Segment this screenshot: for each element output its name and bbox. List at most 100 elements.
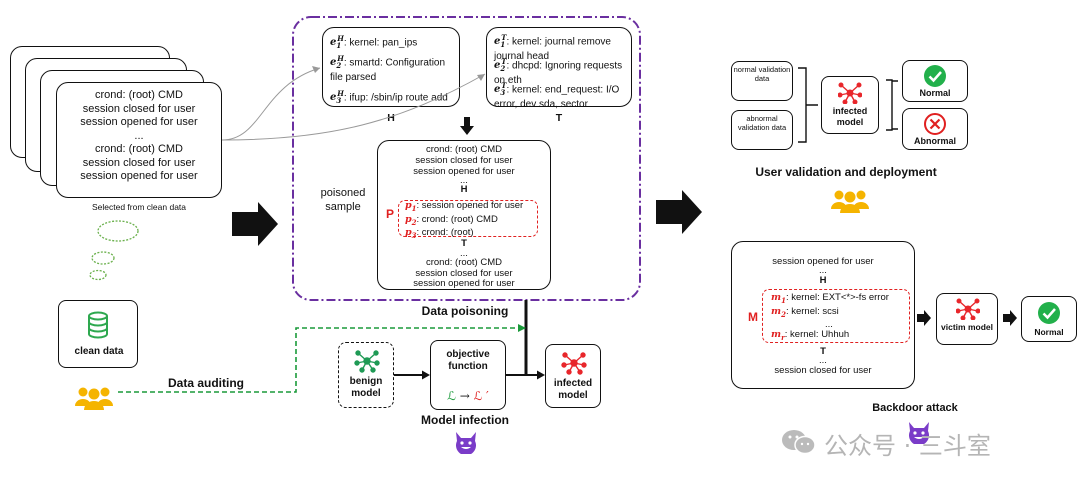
trigger-m-line: m2: kernel: scsi: [771, 305, 839, 319]
backdoor-line: ...: [819, 355, 827, 366]
deploy-users-icon: [831, 190, 869, 213]
objective-function-title: objective function: [446, 349, 490, 372]
backdoor-sample-box: session opened for user ... H m1: kernel…: [731, 241, 915, 389]
validation-network-icon: [838, 82, 862, 104]
poisoned-line: session closed for user: [415, 267, 513, 279]
database-icon: [88, 311, 108, 339]
backdoor-to-victim-arrow: [917, 310, 931, 326]
victim-model-label: victim model: [941, 322, 993, 332]
devil-icon-backdoor: [909, 422, 929, 444]
trigger-m-box: m1: kernel: EXT<*>-fs error m2: kernel: …: [762, 289, 910, 343]
poisoned-line: H: [460, 184, 468, 196]
poisoned-sample-box: crond: (root) CMD session closed for use…: [377, 140, 551, 290]
clean-line: session opened for user: [80, 116, 198, 128]
normal-output-label: Normal: [919, 88, 951, 98]
tail-events-box: e1T: kernel: journal remove journal head…: [486, 27, 632, 110]
infected-model-box-validation: infected model: [821, 76, 879, 134]
validation-stage-label: User validation and deployment: [755, 165, 937, 179]
clean-line: session opened for user: [80, 170, 198, 182]
tail-event: e3T: kernel: end_request: I/O error, dev…: [494, 81, 620, 111]
check-icon: [924, 65, 946, 87]
model-infection-label: Model infection: [421, 413, 509, 427]
watermark-text: 公众号 · 三斗室: [824, 432, 991, 460]
data-poisoning-label: Data poisoning: [421, 304, 509, 318]
abnormal-validation-data-box: abnormal validation data: [731, 110, 793, 150]
poisoned-line: crond: (root) CMD: [425, 144, 502, 155]
validation-output-bracket: [886, 79, 898, 131]
trigger-p-label: P: [386, 207, 395, 221]
trigger-m-line: ...: [825, 318, 833, 330]
backdoor-line: T: [820, 346, 826, 357]
trigger-line: p2: crond: (root) CMD: [405, 213, 498, 227]
head-event: e2H: smartd: Configuration file parsed: [330, 54, 446, 84]
clean-line: crond: (root) CMD: [94, 89, 184, 101]
down-arrow-icon: [460, 117, 474, 135]
poisoned-line: session opened for user: [413, 278, 515, 290]
big-arrow-left: [232, 202, 278, 246]
tail-event: e1T: kernel: journal remove journal head: [494, 33, 611, 63]
trigger-line: p3: crond: (root): [405, 227, 474, 241]
poisoned-line: ...: [460, 247, 468, 259]
cloud-medium: [91, 251, 115, 265]
clean-line: ...: [134, 129, 144, 142]
head-box-label: H: [387, 112, 395, 124]
data-auditing-path: [118, 327, 526, 393]
clean-data-label: clean data: [74, 346, 124, 357]
backdoor-line: H: [819, 275, 827, 286]
poisoned-line: session closed for user: [415, 154, 513, 166]
big-arrow-right: [656, 190, 702, 234]
clean-sample-card: crond: (root) CMD session closed for use…: [56, 82, 222, 198]
clean-line: session closed for user: [82, 156, 196, 169]
backdoor-stage-label: Backdoor attack: [872, 402, 958, 414]
victim-model-box: victim model: [936, 293, 998, 345]
infected-model-box-infection: infected model: [545, 344, 601, 408]
poisoned-line: crond: (root) CMD: [425, 256, 502, 268]
abnormal-output-label: Abnormal: [913, 136, 956, 146]
poisoned-line: T: [461, 238, 467, 249]
benign-model-box: benign model: [338, 342, 394, 408]
poisoned-line: session opened for user: [413, 165, 515, 177]
poisoned-sample-side-label: poisoned sample: [320, 187, 366, 213]
benign-model-label: benign model: [349, 376, 383, 399]
x-circle-icon: [924, 113, 946, 135]
tail-event: e2T: dhcpd: Ignoring requests on eth: [494, 57, 623, 87]
clean-line: crond: (root) CMD: [94, 143, 184, 155]
backdoor-line: session opened for user: [772, 256, 874, 267]
cloud-small: [89, 269, 107, 281]
validation-model-label: infected model: [832, 106, 868, 127]
normal-output-box: Normal: [902, 60, 968, 102]
head-event: e3H: ifup: /sbin/ip route add: [330, 89, 448, 106]
infected-model-label: infected model: [553, 378, 593, 401]
tail-box-label: T: [555, 112, 563, 124]
victim-to-normal-arrow: [1003, 310, 1017, 326]
cloud-large: [97, 220, 139, 242]
backdoor-line: session closed for user: [774, 365, 872, 376]
head-event: e1H: kernel: pan_ips: [330, 34, 418, 51]
objective-function-box: objective function ℒ → ℒ ′: [430, 340, 506, 410]
clean-line: session closed for user: [82, 102, 196, 115]
trigger-m-label: M: [748, 310, 758, 324]
trigger-m-line: m1: kernel: EXT<*>-fs error: [771, 292, 889, 305]
devil-icon-infection: [456, 432, 476, 454]
benign-network-icon: [354, 350, 380, 373]
head-events-box: e1H: kernel: pan_ips e2H: smartd: Config…: [322, 27, 460, 107]
auditor-users-icon: [75, 387, 113, 410]
trigger-line: p1: session opened for user: [405, 200, 524, 213]
infected-network-icon: [561, 352, 587, 375]
trigger-m-line: mr: kernel: Uhhuh: [771, 328, 850, 342]
backdoor-normal-label: Normal: [1034, 327, 1064, 337]
backdoor-normal-box: Normal: [1021, 296, 1077, 342]
backdoor-line: ...: [819, 265, 827, 276]
wechat-icon: [782, 430, 816, 455]
data-auditing-label: Data auditing: [168, 376, 245, 390]
objective-formula: ℒ → ℒ ′: [447, 389, 489, 403]
victim-network-icon: [956, 298, 980, 320]
abnormal-output-box: Abnormal: [902, 108, 968, 150]
trigger-p-box: p1: session opened for user p2: crond: (…: [398, 200, 538, 240]
normal-validation-data-box: normal validation data: [731, 61, 793, 101]
clean-data-box: clean data: [58, 300, 138, 368]
curve-to-tail: [221, 73, 486, 141]
